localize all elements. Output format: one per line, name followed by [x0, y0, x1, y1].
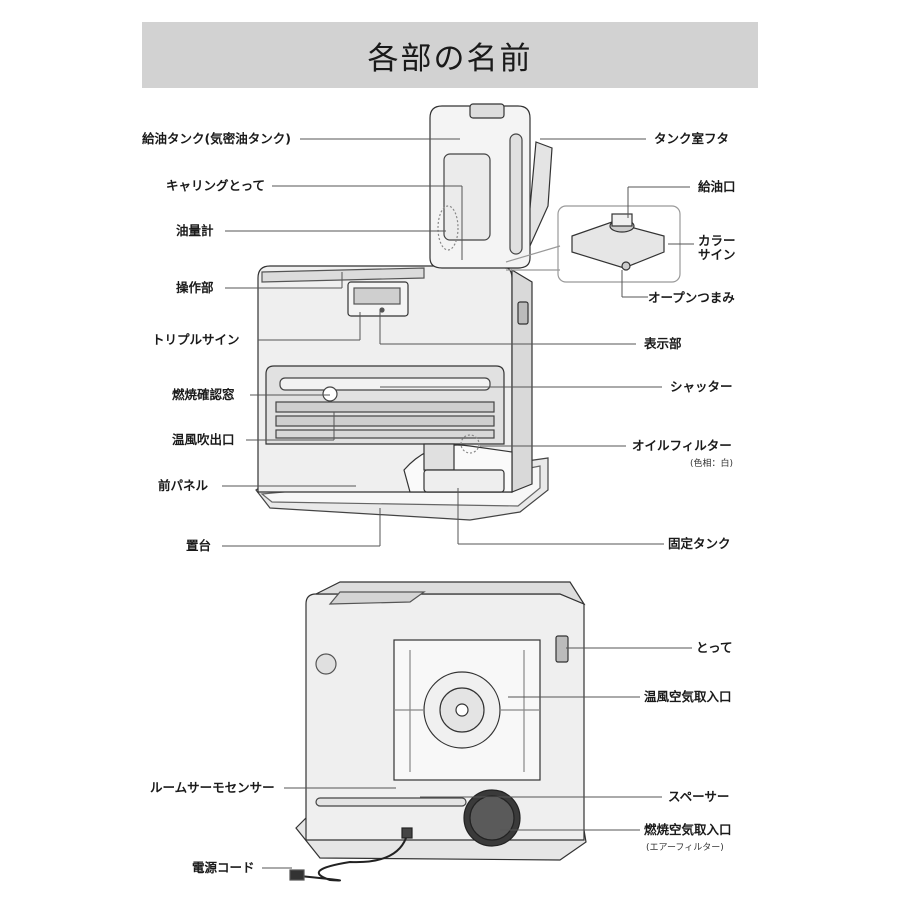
label-power-cord: 電源コード — [192, 860, 255, 875]
label-flame-window: 燃焼確認窓 — [172, 387, 235, 402]
label-oil-filter: オイルフィルター — [632, 438, 732, 453]
label-handle: とって — [696, 640, 733, 655]
label-fill-port: 給油口 — [698, 179, 736, 194]
label-warm-air-intake: 温風空気取入口 — [644, 689, 732, 704]
label-combustion-intake: 燃焼空気取入口 — [644, 822, 732, 837]
label-control: 操作部 — [176, 280, 214, 295]
label-fixed-tank: 固定タンク — [668, 536, 731, 551]
label-display: 表示部 — [644, 336, 682, 351]
label-room-sensor: ルームサーモセンサー — [150, 780, 275, 795]
power-cord-line — [299, 837, 407, 882]
title-bar: 各部の名前 — [142, 22, 758, 88]
label-carry-handle: キャリングとって — [166, 178, 266, 193]
label-open-knob: オープンつまみ — [648, 290, 735, 305]
label-warm-outlet: 温風吹出口 — [172, 432, 235, 447]
side-panel — [511, 268, 533, 493]
label-color-sign-2: サイン — [698, 247, 736, 262]
label-shutter: シャッター — [670, 379, 733, 394]
label-air-filter-note: (エアーフィルター) — [646, 843, 724, 853]
label-tank: 給油タンク(気密油タンク) — [142, 131, 291, 146]
label-oil-gauge: 油量計 — [176, 223, 214, 238]
label-triple-sign: トリプルサイン — [152, 332, 240, 347]
label-tank-lid: タンク室フタ — [654, 131, 730, 146]
label-front-panel: 前パネル — [158, 478, 209, 493]
label-color-sign-1: カラー — [698, 233, 736, 248]
label-base: 置台 — [186, 538, 212, 553]
label-oil-filter-note: (色相：白) — [690, 459, 734, 469]
label-spacer: スペーサー — [668, 789, 730, 804]
page-title: 各部の名前 — [367, 40, 533, 77]
